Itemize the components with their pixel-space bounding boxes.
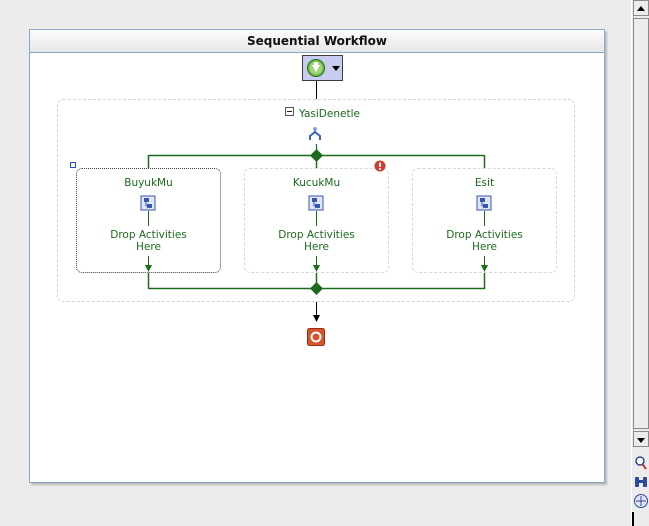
binoculars-icon <box>635 477 647 487</box>
branch-label: KucukMu <box>292 177 341 189</box>
scroll-up-button[interactable] <box>633 0 649 16</box>
selection-handle[interactable] <box>70 162 76 168</box>
collapse-icon[interactable] <box>285 107 294 116</box>
green-down-arrow-icon <box>307 59 340 77</box>
parallel-activity-icon <box>309 127 321 140</box>
scroll-up-icon <box>637 6 645 11</box>
error-exclamation-icon[interactable] <box>374 160 386 172</box>
drop-activities-hint: Drop Activities Here <box>412 229 557 253</box>
drop-hint-line1: Drop Activities <box>110 229 187 241</box>
parallel-activity-name: YasiDenetle <box>299 108 360 120</box>
branch-esit[interactable] <box>412 168 557 273</box>
workflow-end-icon <box>307 328 325 346</box>
drop-hint-line2: Here <box>136 241 161 253</box>
sequence-activity-icon <box>476 195 492 211</box>
workflow-title: Sequential Workflow <box>30 30 604 53</box>
window-edge <box>632 512 634 526</box>
magnifier-icon <box>635 456 647 470</box>
scroll-down-icon <box>637 438 645 443</box>
designer-canvas[interactable]: Sequential Workflow <box>0 0 631 526</box>
drop-hint-line1: Drop Activities <box>446 229 523 241</box>
workflow-start-button[interactable] <box>302 55 343 81</box>
drop-activities-hint: Drop Activities Here <box>244 229 389 253</box>
branch-buyukmu[interactable] <box>76 168 221 273</box>
drop-hint-line2: Here <box>472 241 497 253</box>
scroll-down-button[interactable] <box>633 431 649 447</box>
branch-kucukmu[interactable] <box>244 168 389 273</box>
parallel-activity-container[interactable] <box>57 99 575 302</box>
sequence-activity-icon <box>140 195 156 211</box>
pan-button[interactable] <box>633 493 649 509</box>
connector-lines <box>145 81 488 322</box>
sequential-workflow-frame[interactable]: Sequential Workflow <box>29 29 605 483</box>
drop-hint-line1: Drop Activities <box>278 229 355 241</box>
pan-icon <box>634 494 648 508</box>
drop-activities-hint: Drop Activities Here <box>76 229 221 253</box>
find-button[interactable] <box>633 474 649 490</box>
vertical-scrollbar[interactable] <box>631 0 649 526</box>
zoom-button[interactable] <box>633 455 649 471</box>
parallel-activity-title[interactable]: YasiDenetle <box>285 107 360 121</box>
sequence-activity-icon <box>308 195 324 211</box>
branch-label: BuyukMu <box>124 177 173 189</box>
drop-hint-line2: Here <box>304 241 329 253</box>
branch-label: Esit <box>474 177 495 189</box>
scroll-thumb[interactable] <box>633 18 649 429</box>
